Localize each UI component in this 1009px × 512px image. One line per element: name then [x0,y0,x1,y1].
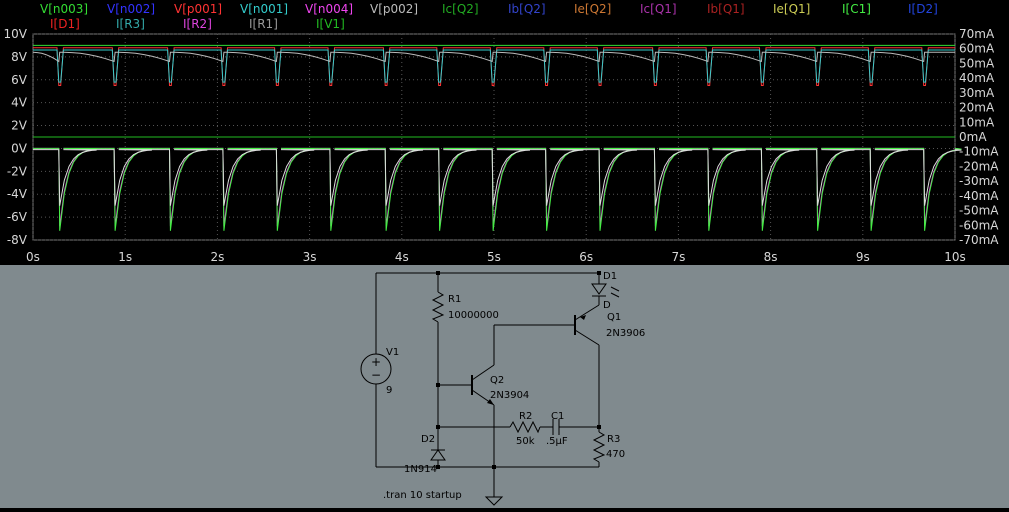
resistor-r3[interactable] [592,431,606,463]
y-right-tick-label: -30mA [959,174,999,188]
x-tick-label: 0s [26,250,40,264]
y-right-tick-label: -70mA [959,233,999,247]
x-tick-label: 4s [395,250,409,264]
trace-layer [32,44,962,231]
legend-item[interactable]: V[n001] [240,2,288,16]
transistor-q1[interactable] [574,304,600,346]
y-right-tick-label: 20mA [959,101,995,115]
y-right-tick-label: 50mA [959,56,995,70]
legend-item[interactable]: V[n004] [305,2,353,16]
y-left-tick-label: 8V [11,50,28,64]
y-left-tick-label: 4V [11,96,28,110]
waveform-plot[interactable]: V[n003] V[n002] V[p001] V[n001] V[n004] V[p00… [0,0,1009,265]
x-tick-label: 9s [856,250,870,264]
axis-labels: 0s 1s 2s 3s 4s 5s 6s 7s 8s 9s 10s 10V 8V 6V 4V 2V 0V -2V -… [4,27,1000,264]
q1-value: 2N3906 [606,328,645,339]
x-tick-label: 5s [487,250,501,264]
r3-label: R3 [607,434,620,445]
d2-value: 1N914 [404,464,437,475]
junction-dots [436,271,601,469]
x-tick-label: 3s [303,250,317,264]
voltage-source-v1[interactable]: + − [360,353,392,385]
y-left-tick-label: -6V [7,210,28,224]
y-right-tick-label: -40mA [959,189,999,203]
r2-label: R2 [519,411,532,422]
y-right-tick-label: 40mA [959,71,995,85]
trace-series [32,51,955,63]
legend-item[interactable]: V[n002] [107,2,155,16]
x-tick-label: 6s [579,250,593,264]
q2-label: Q2 [490,375,504,386]
legend-item[interactable]: Ie[Q2] [574,2,611,16]
y-left-tick-label: -2V [7,164,28,178]
legend-item[interactable]: V[p002] [370,2,418,16]
y-left-tick-label: 2V [11,119,28,133]
y-right-tick-label: 10mA [959,115,995,129]
y-right-tick-label: -20mA [959,159,999,173]
r2-value: 50k [516,436,535,447]
r1-label: R1 [448,294,461,305]
y-left-tick-label: -4V [7,187,28,201]
y-right-tick-label: 60mA [959,42,995,56]
waveform-viewer[interactable]: V[n003] V[n002] V[p001] V[n001] V[n004] V[p00… [0,0,1009,265]
legend-item[interactable]: I[R1] [249,17,278,31]
v1-label: V1 [386,347,399,358]
legend-item[interactable]: I[R3] [116,17,145,31]
y-right-tick-label: -50mA [959,204,999,218]
legend-item[interactable]: Ic[Q2] [442,2,479,16]
trace-series [33,49,955,83]
trace-legend: V[n003] V[n002] V[p001] V[n001] V[n004] V[p00… [40,2,938,31]
legend-item[interactable]: I[R2] [183,17,212,31]
y-left-tick-label: -8V [7,233,28,247]
d1-label: D1 [603,271,617,282]
y-left-tick-label: 0V [11,141,28,155]
resistor-r2[interactable] [509,420,541,434]
svg-text:+: + [371,355,381,369]
r3-value: 470 [606,449,625,460]
legend-item[interactable]: I[D2] [908,2,938,16]
y-left-tick-label: 10V [4,27,28,41]
q1-label: Q1 [607,312,621,323]
capacitor-c1[interactable] [552,419,560,435]
c1-label: C1 [551,411,564,422]
legend-item[interactable]: Ib[Q1] [707,2,745,16]
legend-item[interactable]: I[D1] [50,17,80,31]
schematic-editor[interactable]: + − [0,265,1009,508]
legend-item[interactable]: I[C1] [842,2,871,16]
resistor-r1[interactable] [431,291,445,323]
legend-item[interactable]: Ie[Q1] [773,2,810,16]
y-right-tick-label: 30mA [959,86,995,100]
legend-item[interactable]: V[n003] [40,2,88,16]
d1-pin-label: D [603,300,611,311]
spice-directive[interactable]: .tran 10 startup [383,490,462,501]
r1-value: 10000000 [448,310,499,321]
x-tick-label: 2s [210,250,224,264]
svg-text:−: − [371,368,381,382]
diode-d2[interactable] [430,449,446,461]
q2-value: 2N3904 [490,390,529,401]
y-right-tick-label: -60mA [959,218,999,232]
v1-value: 9 [386,385,392,396]
y-right-tick-label: 0mA [959,130,987,144]
y-left-tick-label: 6V [11,73,28,87]
ground-symbol[interactable] [484,496,504,506]
x-tick-label: 7s [671,250,685,264]
y-right-tick-label: 70mA [959,27,995,41]
c1-value: .5µF [546,436,568,447]
x-tick-label: 10s [944,250,966,264]
legend-item[interactable]: Ib[Q2] [508,2,546,16]
x-tick-label: 8s [764,250,778,264]
transistor-q2[interactable] [471,364,495,406]
y-right-tick-label: -10mA [959,145,999,159]
legend-item[interactable]: I[V1] [316,17,345,31]
schematic-canvas[interactable]: + − [0,265,1009,508]
trace-series [33,149,962,206]
d2-label: D2 [421,434,435,445]
legend-item[interactable]: V[p001] [174,2,222,16]
legend-item[interactable]: Ic[Q1] [640,2,677,16]
led-d1[interactable] [591,283,620,298]
x-tick-label: 1s [118,250,132,264]
